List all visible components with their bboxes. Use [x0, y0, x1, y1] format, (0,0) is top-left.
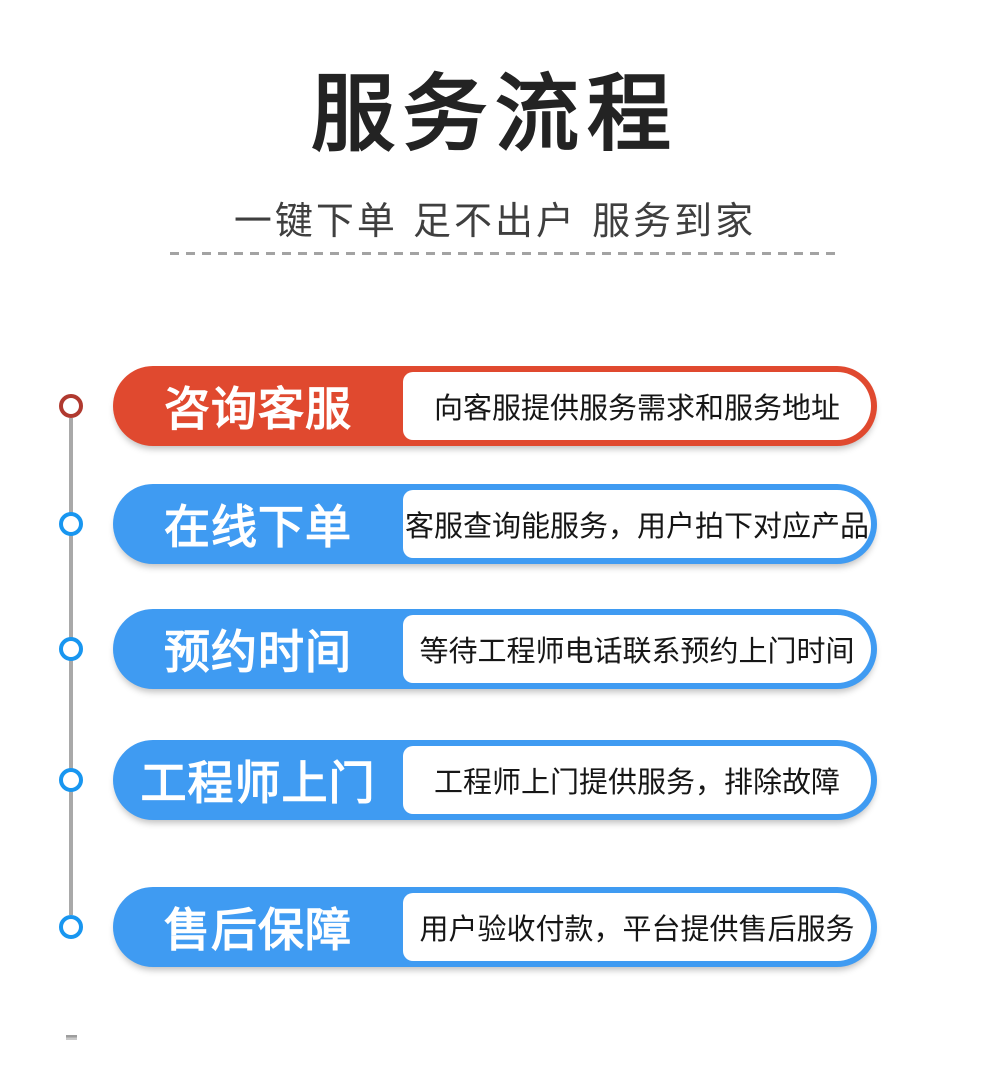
step-capsule: 在线下单 客服查询能服务，用户拍下对应产品: [113, 484, 877, 564]
bottom-crop-mark: [66, 1035, 77, 1040]
step-description: 工程师上门提供服务，排除故障: [433, 765, 840, 799]
step-label: 预约时间: [164, 625, 352, 679]
step-row: 预约时间 等待工程师电话联系预约上门时间: [0, 609, 990, 689]
step-capsule: 预约时间 等待工程师电话联系预约上门时间: [113, 609, 877, 689]
step-description-panel: 用户验收付款，平台提供售后服务: [403, 893, 871, 961]
timeline-dot-icon: [59, 637, 83, 661]
step-description: 客服查询能服务，用户拍下对应产品: [404, 509, 869, 543]
step-capsule: 工程师上门 工程师上门提供服务，排除故障: [113, 740, 877, 820]
step-capsule: 咨询客服 向客服提供服务需求和服务地址: [113, 366, 877, 446]
step-capsule: 售后保障 用户验收付款，平台提供售后服务: [113, 887, 877, 967]
step-row: 在线下单 客服查询能服务，用户拍下对应产品: [0, 484, 990, 564]
step-label: 售后保障: [164, 903, 352, 957]
timeline-dot-icon: [59, 512, 83, 536]
dashed-divider: [170, 252, 840, 255]
step-label: 工程师上门: [140, 756, 376, 810]
timeline-dot-icon: [59, 915, 83, 939]
timeline-dot-icon: [59, 394, 83, 418]
step-description-panel: 等待工程师电话联系预约上门时间: [403, 615, 871, 683]
step-description: 向客服提供服务需求和服务地址: [433, 391, 840, 425]
step-row: 工程师上门 工程师上门提供服务，排除故障: [0, 740, 990, 820]
timeline-dot-icon: [59, 768, 83, 792]
timeline-line: [69, 418, 73, 915]
step-row: 咨询客服 向客服提供服务需求和服务地址: [0, 366, 990, 446]
page-title: 服务流程: [310, 65, 679, 163]
step-description-panel: 客服查询能服务，用户拍下对应产品: [403, 490, 871, 558]
page-subtitle: 一键下单 足不出户 服务到家: [233, 199, 757, 243]
step-row: 售后保障 用户验收付款，平台提供售后服务: [0, 887, 990, 967]
step-label: 咨询客服: [164, 382, 352, 436]
step-description-panel: 工程师上门提供服务，排除故障: [403, 746, 871, 814]
step-description-panel: 向客服提供服务需求和服务地址: [403, 372, 871, 440]
step-description: 等待工程师电话联系预约上门时间: [419, 634, 855, 668]
step-label: 在线下单: [164, 500, 352, 554]
step-description: 用户验收付款，平台提供售后服务: [419, 912, 855, 946]
